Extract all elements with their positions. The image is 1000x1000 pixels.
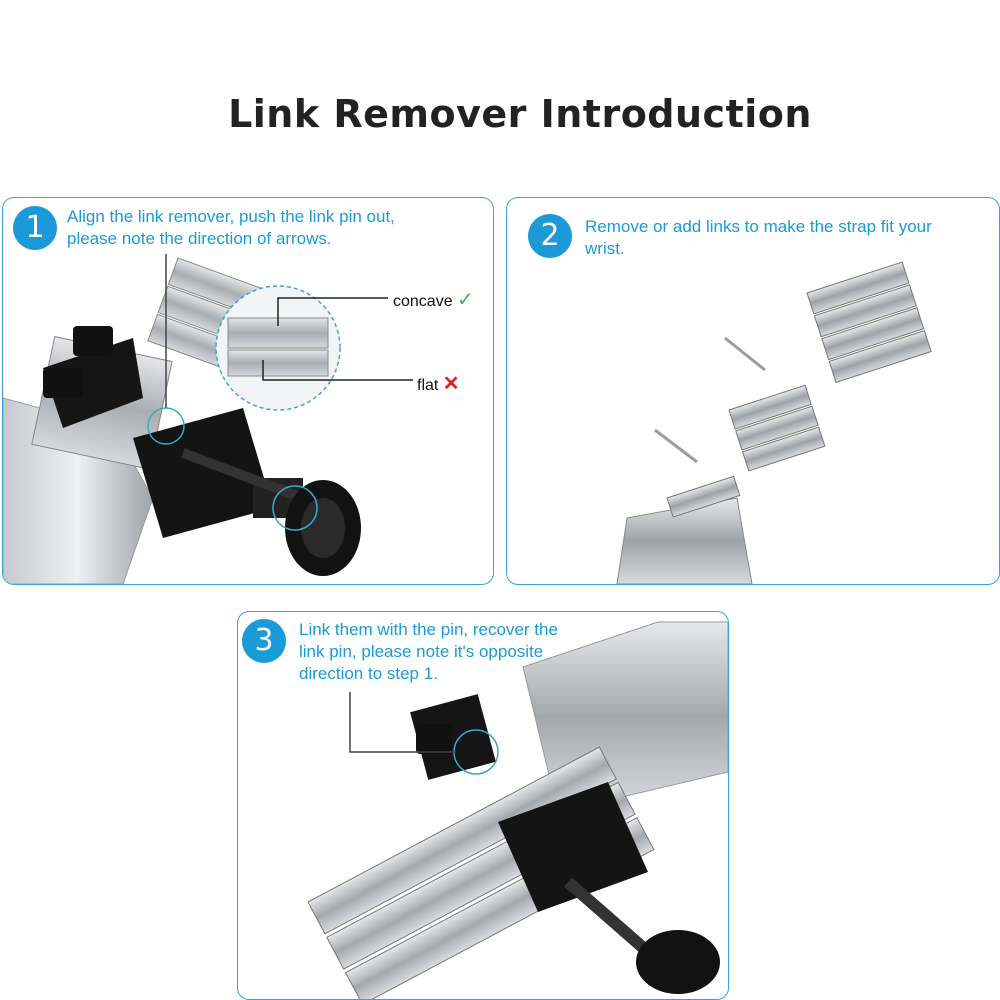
step-1-illustration: [3, 254, 413, 584]
step-2-illustration: [616, 261, 932, 584]
step-2-text: Remove or add links to make the strap fi…: [585, 217, 932, 258]
cross-icon: ✕: [442, 373, 460, 395]
step-3-illustration: [307, 621, 728, 999]
concave-callout: concave ✓: [393, 289, 474, 311]
flat-callout: flat ✕: [417, 373, 460, 395]
step-1-panel: 1 Align the link remover, push the link …: [2, 197, 494, 585]
step-2-panel: 2 Remove or add links to make the strap …: [506, 197, 1000, 585]
step-3-panel: 3 Link them with the pin, recover the li…: [237, 611, 729, 1000]
step-3-text: Link them with the pin, recover the link…: [299, 620, 558, 683]
page-title: Link Remover Introduction: [228, 92, 812, 136]
step-3-number: 3: [242, 619, 286, 663]
step-1-number: 1: [13, 206, 57, 250]
step-2-number: 2: [528, 214, 572, 258]
step-1-text: Align the link remover, push the link pi…: [67, 207, 395, 248]
check-icon: ✓: [457, 289, 474, 311]
